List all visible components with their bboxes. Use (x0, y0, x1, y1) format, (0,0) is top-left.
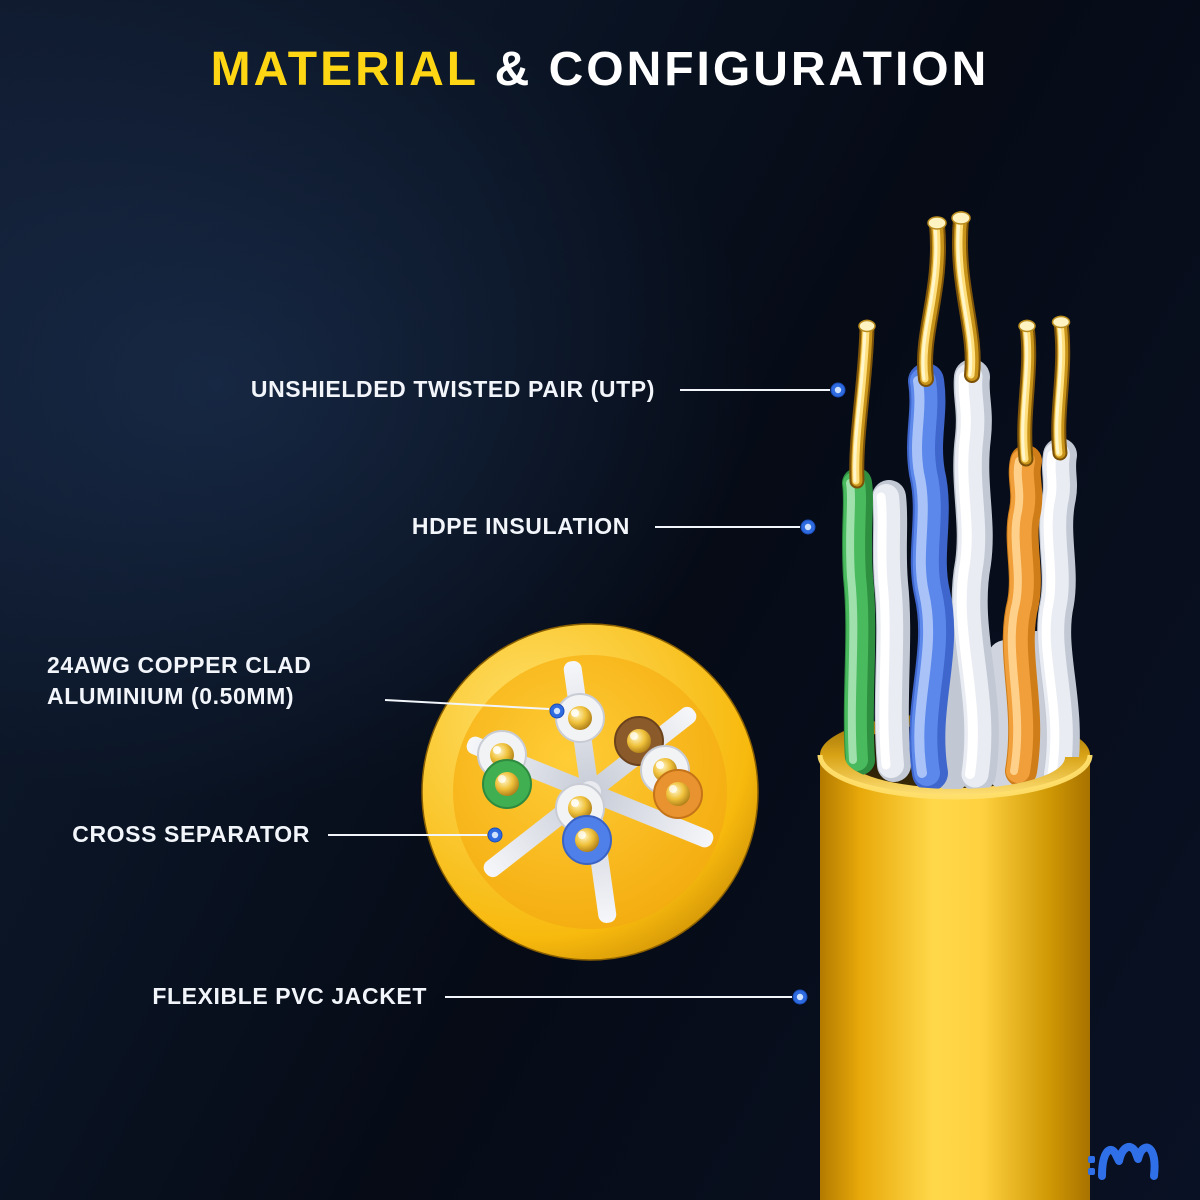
callout-utp-label: UNSHIELDED TWISTED PAIR (UTP) (250, 376, 655, 402)
callout-hdpe-label: HDPE INSULATION (411, 513, 630, 539)
cable-illustration (817, 185, 1093, 1200)
page-title: MATERIAL & CONFIGURATION (0, 42, 1200, 97)
logo-dot-1 (1088, 1156, 1095, 1163)
logo-m-wave (1098, 1142, 1159, 1180)
logo-dot-2 (1088, 1168, 1095, 1175)
wire-cross-sections (477, 693, 703, 865)
callout-jacket-label: FLEXIBLE PVC JACKET (152, 983, 427, 1009)
cross-section-inset (421, 623, 759, 961)
title-rest: & CONFIGURATION (494, 43, 990, 96)
callout-awg-label: 24AWG COPPER CLAD ALUMINIUM (0.50MM) (47, 652, 312, 709)
callout-cross-label: CROSS SEPARATOR (72, 821, 310, 847)
title-highlight: MATERIAL (210, 43, 479, 96)
brand-logo (1088, 1142, 1159, 1180)
